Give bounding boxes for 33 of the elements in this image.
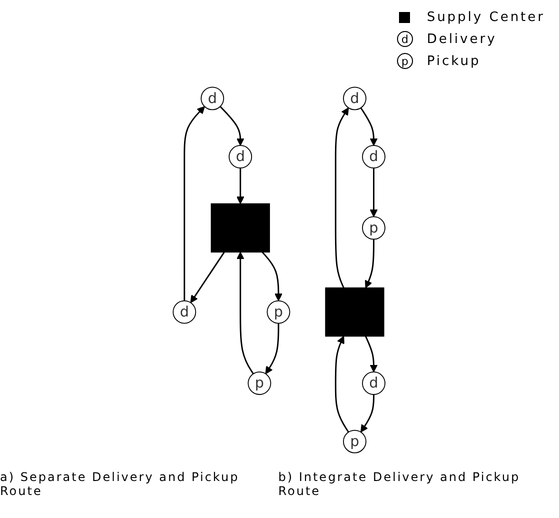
legend-text: Supply Center: [426, 10, 545, 24]
arrow: [262, 252, 283, 302]
node-circle: d: [229, 145, 253, 168]
arrow: [184, 106, 206, 301]
legend-text: Delivery: [426, 32, 497, 46]
arrow: [220, 106, 245, 146]
arrow: [370, 168, 378, 218]
arrow: [365, 336, 378, 372]
circled-letter-symbol: d: [396, 31, 413, 47]
node-box: [326, 287, 385, 337]
node-box: [211, 203, 270, 253]
circled-letter-symbol: p: [396, 53, 413, 69]
caption-text: a) Separate Delivery and Pickup Route: [0, 470, 240, 498]
arrow: [236, 168, 245, 204]
arrow: [360, 394, 375, 432]
node-circle: d: [362, 145, 386, 168]
node-circle: p: [267, 300, 291, 324]
arrow: [190, 252, 226, 304]
caption-text: b) Integrate Delivery and Pickup Route: [278, 470, 522, 498]
node-circle: p: [248, 372, 272, 395]
node-circle: p: [362, 216, 386, 240]
arrow: [266, 323, 280, 374]
node-circle: d: [362, 372, 386, 395]
node-circle: p: [343, 430, 367, 454]
arrow: [335, 108, 350, 288]
node-circle: d: [173, 300, 197, 324]
node-circle: d: [201, 86, 225, 110]
arrow: [365, 239, 375, 288]
arrow: [236, 252, 254, 374]
legend-text: Pickup: [426, 54, 481, 68]
node-circle: d: [343, 86, 367, 110]
arrow: [360, 107, 378, 146]
arrow: [335, 336, 350, 433]
